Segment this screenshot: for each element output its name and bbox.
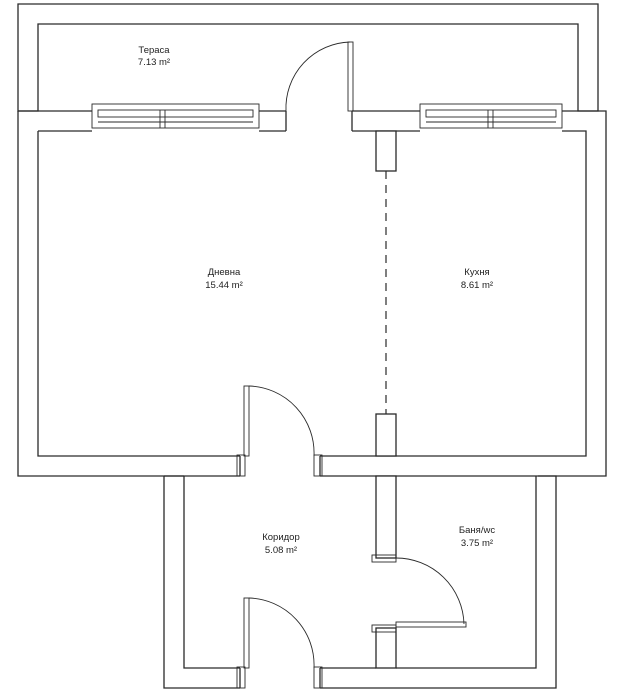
partition-column-bottom (375, 413, 397, 457)
corridor-bathroom-wall (371, 475, 397, 669)
corridor-area: 5.08 m² (265, 545, 297, 556)
living-room-door (236, 385, 323, 477)
bathroom-area: 3.75 m² (461, 538, 493, 549)
living-room-area: 15.44 m² (205, 280, 243, 291)
kitchen-name: Кухня (464, 267, 489, 278)
corridor-name: Коридор (262, 532, 300, 543)
entrance-door (236, 597, 323, 689)
terrace-wall (17, 3, 599, 112)
main-exterior-wall (17, 110, 607, 477)
living-room-name: Дневна (208, 267, 241, 278)
bathroom-door (395, 557, 467, 628)
terrace-name: Тераса (138, 45, 170, 56)
terrace-area: 7.13 m² (138, 57, 170, 68)
window-kitchen (419, 103, 563, 129)
terrace-door (285, 41, 354, 131)
window-living (91, 103, 260, 129)
bathroom-name: Баня/wc (459, 525, 495, 536)
partition-column-top (375, 130, 397, 172)
lower-walls (163, 475, 557, 689)
kitchen-area: 8.61 m² (461, 280, 493, 291)
